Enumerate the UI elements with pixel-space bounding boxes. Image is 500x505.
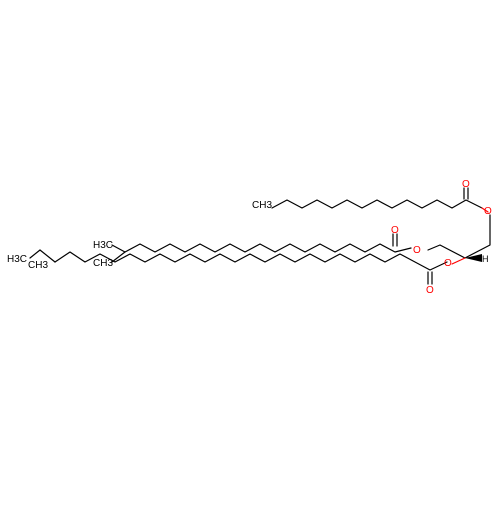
- chain-mid-bonds: [124, 243, 412, 253]
- glycerol-bottom-o: [451, 257, 466, 265]
- chain-mid-branch-a: [111, 244, 126, 253]
- chain-top-bonds: [271, 199, 483, 209]
- atom-stereo-h: H: [482, 254, 489, 264]
- atom-top-terminal: CH3: [252, 200, 272, 211]
- glycerol-backbone: [427, 214, 491, 259]
- bond-lines: [29, 187, 491, 285]
- atom-bottom-terminal-b: CH3: [28, 260, 48, 271]
- atom-bottom-terminal-a: H3C: [7, 254, 27, 265]
- atom-o-top-double: O: [462, 179, 470, 190]
- chain-bottom-branch: [39, 249, 56, 263]
- atom-o-mid-double: O: [391, 225, 399, 236]
- atom-o-top-single: O: [484, 206, 492, 217]
- atom-o-mid-single: O: [413, 245, 421, 256]
- stereo-wedge: [465, 254, 482, 262]
- chain-bottom-ethyl: [29, 249, 41, 259]
- chain-bottom-bonds: [54, 251, 448, 271]
- atom-o-bottom-double: O: [426, 285, 434, 296]
- chain-mid-branch-b: [111, 251, 126, 263]
- atom-mid-terminal-b: CH3: [93, 258, 113, 269]
- glycerol-o-top: [481, 207, 489, 213]
- atom-mid-terminal-a: H3C: [93, 240, 113, 251]
- atom-o-bottom-single: O: [444, 258, 452, 269]
